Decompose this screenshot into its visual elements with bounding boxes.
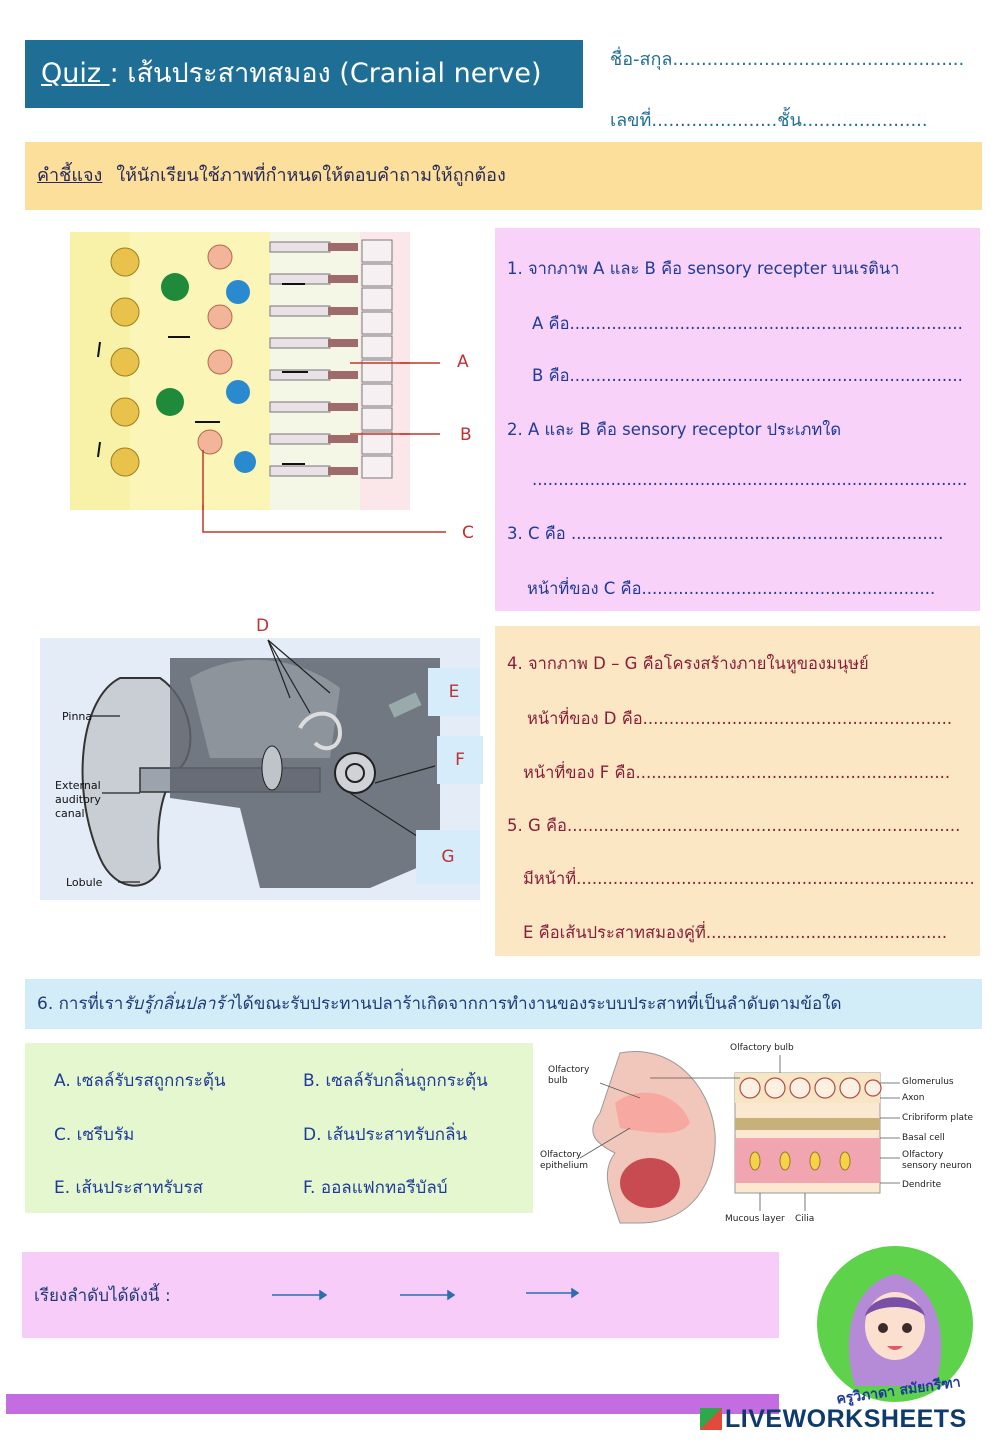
answer-1a-field[interactable]: A คือ...................................… <box>532 314 963 333</box>
order-label: เรียงลำดับได้ดังนี้ : <box>34 1286 171 1306</box>
olf-label-basal: Basal cell <box>902 1133 945 1143</box>
question-6-text-a: 6. การที่เรา <box>37 994 124 1014</box>
olf-label-glomerulus: Glomerulus <box>902 1077 954 1087</box>
questions-4-5-panel <box>495 626 980 956</box>
retina-diagram <box>70 232 410 532</box>
olf-label-neuron: Olfactory sensory neuron <box>902 1150 972 1171</box>
retina-label-lines <box>400 362 440 435</box>
instruction-text: ให้นักเรียนใช้ภาพที่กำหนดให้ตอบคำถามให้ถ… <box>116 165 506 186</box>
question-4: 4. จากภาพ D – G คือโครงสร้างภายในหูของมน… <box>507 654 869 673</box>
olfactory-illustration <box>579 1051 900 1224</box>
liveworksheets-icon <box>700 1408 722 1430</box>
retina-label-c-line <box>202 505 446 533</box>
answer-4f-field[interactable]: หน้าที่ของ F คือ........................… <box>523 763 951 782</box>
option-e[interactable]: E. เส้นประสาทรับรส <box>54 1178 203 1198</box>
question-2: 2. A และ B คือ sensory receptor ประเภทใด <box>507 420 842 439</box>
liveworksheets-logo: LIVEWORKSHEETS <box>700 1405 967 1434</box>
quiz-title-banner: Quiz : เส้นประสาทสมอง (Cranial nerve) <box>25 40 583 108</box>
option-d[interactable]: D. เส้นประสาทรับกลิ่น <box>303 1125 468 1145</box>
order-arrows <box>272 1287 580 1301</box>
option-f[interactable]: F. ออลแฟกทอรีบัลบ์ <box>303 1178 448 1198</box>
question-6-italic: รับรู้กลิ่นปลาร้า <box>123 994 235 1014</box>
question-3[interactable]: 3. C คือ ...............................… <box>507 524 944 543</box>
footer-bar <box>6 1394 779 1414</box>
olf-label-cilia: Cilia <box>795 1214 815 1224</box>
answer-1b-field[interactable]: B คือ...................................… <box>532 366 963 385</box>
student-number-class-field[interactable]: เลขที่......................ชั้น........… <box>610 110 928 131</box>
quiz-title-text: : เส้นประสาทสมอง (Cranial nerve) <box>109 58 542 89</box>
question-6-text-b: ได้ขณะรับประทานปลาร้าเกิดจากการทำงานของร… <box>234 994 842 1014</box>
olf-label-epithelium: Olfactory epithelium <box>540 1150 588 1171</box>
ear-label-lobule: Lobule <box>66 876 103 889</box>
label-b: B <box>460 425 472 445</box>
olfactory-diagram <box>540 1043 990 1228</box>
label-f: F <box>437 736 483 784</box>
answer-2-field[interactable]: ........................................… <box>532 470 968 489</box>
olf-label-dendrite: Dendrite <box>902 1180 942 1190</box>
answer-5e-field[interactable]: E คือเส้นประสาทสมองคู่ที่...............… <box>523 923 948 942</box>
label-a: A <box>457 352 469 372</box>
instruction-banner: คำชี้แจง ให้นักเรียนใช้ภาพที่กำหนดให้ตอบค… <box>25 142 982 210</box>
liveworksheets-brand: LIVEWORKSHEETS <box>725 1405 967 1433</box>
teacher-mascot-badge <box>817 1246 973 1402</box>
olf-label-bulb-left: Olfactory bulb <box>548 1065 590 1086</box>
question-6-banner: 6. การที่เรารับรู้กลิ่นปลาร้าได้ขณะรับปร… <box>25 979 982 1029</box>
instruction-label: คำชี้แจง <box>37 165 103 186</box>
label-g: G <box>416 830 480 884</box>
ear-diagram <box>40 638 480 900</box>
mascot-avatar <box>848 1274 942 1386</box>
answer-4d-field[interactable]: หน้าที่ของ D คือ........................… <box>527 709 953 728</box>
option-b[interactable]: B. เซลล์รับกลิ่นถูกกระตุ้น <box>303 1071 488 1091</box>
ear-label-pinna: Pinna <box>62 710 93 723</box>
olf-label-cribriform: Cribriform plate <box>902 1113 974 1123</box>
olf-label-mucous: Mucous layer <box>725 1214 785 1224</box>
label-c: C <box>462 523 474 543</box>
questions-1-3-panel <box>495 228 980 611</box>
quiz-title-prefix: Quiz <box>41 58 110 89</box>
ear-label-canal: External auditory canal <box>55 779 101 820</box>
options-panel <box>25 1043 533 1213</box>
label-e: E <box>428 668 480 716</box>
retina-illustration <box>70 232 410 532</box>
question-5[interactable]: 5. G คือ................................… <box>507 816 961 835</box>
olf-label-bulb-top: Olfactory bulb <box>730 1043 794 1053</box>
option-c[interactable]: C. เซรีบรัม <box>54 1125 135 1145</box>
label-d: D <box>256 616 270 636</box>
answer-5-function-field[interactable]: มีหน้าที่...............................… <box>523 869 975 888</box>
option-a[interactable]: A. เซลล์รับรสถูกกระตุ้น <box>54 1071 226 1091</box>
olf-label-axon: Axon <box>902 1093 925 1103</box>
ear-illustration <box>81 639 440 888</box>
student-name-field[interactable]: ชื่อ-สกุล...............................… <box>610 49 965 70</box>
question-1: 1. จากภาพ A และ B คือ sensory recepter บ… <box>507 259 900 278</box>
question-3-function[interactable]: หน้าที่ของ C คือ........................… <box>527 579 936 598</box>
